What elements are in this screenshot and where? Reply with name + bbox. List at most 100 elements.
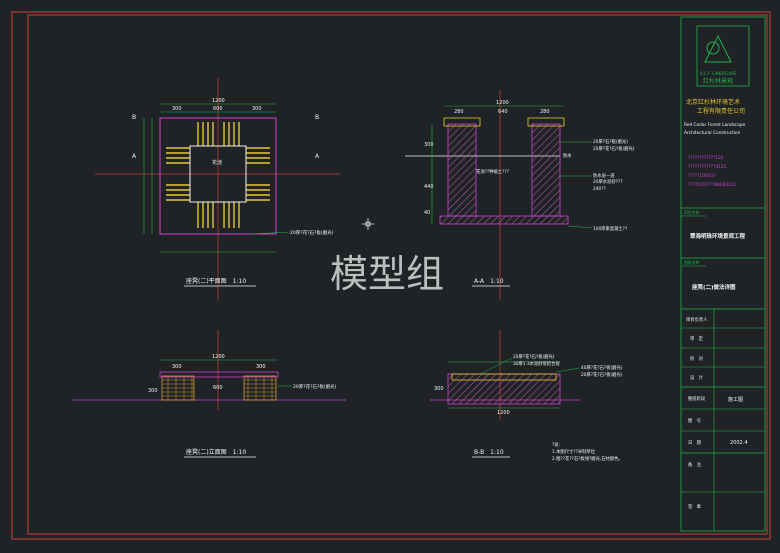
note-rows: 备 注 签 章	[681, 453, 765, 531]
elevation-dim-3: 300	[256, 364, 266, 370]
plan-annotation: 20厚?花?石?板(磨光)	[290, 229, 334, 236]
section-bb-leader-2	[555, 367, 581, 373]
plan-view: 花池 1200 300 600 300 B B A A 20厚?花?石?板(磨光…	[95, 78, 340, 300]
section-bb-leader-1	[479, 357, 513, 375]
section-aa-title: A-A 1:10	[474, 278, 504, 285]
notes-line-2: 2.图??花??石?板线?磨光,石材颜色。	[552, 455, 623, 462]
watermark: 模型组	[330, 252, 444, 296]
drawing-label: 图纸名称	[684, 260, 699, 265]
role-row-label: 审 定	[690, 335, 704, 342]
section-aa-left-cap	[443, 117, 481, 127]
plan-section-mark-a2: A	[315, 153, 320, 160]
elevation-annotation: 20厚?花?石?板(磨光)	[293, 383, 337, 390]
section-bb-ann-4: 20厚?花?石?板(磨光)	[581, 371, 623, 378]
role-rows: 项目负责人 审 定 校 对 设 计	[681, 309, 765, 388]
logo-circle-icon	[706, 41, 720, 55]
elevation-right-block	[243, 375, 277, 401]
section-bb-title: B-B 1:10	[474, 449, 504, 456]
crosshair-cursor-icon	[362, 218, 374, 230]
plan-dim-total: 1200	[212, 98, 225, 104]
company-en-1: Red Cedar Forest Landscape	[684, 122, 746, 128]
plan-section-mark-a1: A	[132, 153, 137, 160]
logo-tree-icon	[704, 34, 732, 63]
section-aa-dim-1: 280	[454, 109, 464, 115]
section-aa-ann-5: 防水层一道	[593, 172, 615, 179]
elevation-view: 1200 300 600 300 300 20厚?花?石?板(磨光) 座凳(二)…	[72, 330, 346, 458]
role-row-label: 设 计	[690, 374, 704, 381]
section-aa-ann-6: 20厚水泥砂???	[593, 178, 623, 185]
inner-frame	[27, 14, 768, 535]
section-aa-ann-4: 花池??种植土???	[476, 168, 509, 175]
plan-stone-strips	[166, 122, 270, 228]
company-en-2: Architectural Construction	[684, 130, 741, 136]
section-aa-left-wall	[447, 123, 477, 217]
contact-1: ????????????12£	[688, 155, 724, 161]
section-aa-dim-3: 280	[540, 109, 550, 115]
plan-title: 座凳(二)平面图 1:10	[186, 277, 246, 285]
role-row-label: 校 对	[690, 355, 704, 362]
contact-4: ????010????88083241	[688, 182, 737, 188]
elevation-dim-2: 600	[213, 385, 223, 391]
role-row-label: 项目负责人	[686, 316, 708, 323]
section-aa-footing	[439, 215, 569, 225]
section-aa-ann-7: 240??	[593, 186, 606, 192]
company-cn-2: 工程有限责任公司	[697, 107, 745, 115]
section-aa-dim-total: 1200	[496, 100, 509, 106]
status-row-label: 图纸阶段	[688, 395, 706, 402]
notes-title: ?说:	[552, 441, 560, 448]
section-aa-right-wall	[531, 123, 561, 217]
title-block-frame	[680, 16, 766, 532]
status-rows: 图纸阶段 施工图 图 号 日 期 2002.4	[681, 387, 765, 454]
elevation-left-block	[161, 375, 195, 401]
project-name: 翠海明珠环境景观工程	[690, 232, 746, 240]
status-row-value: 施工图	[728, 396, 743, 403]
plan-section-mark-b2: B	[315, 114, 319, 121]
plan-section-mark-b1: B	[132, 114, 136, 121]
elevation-title: 座凳(二)立面图 1:10	[186, 448, 246, 456]
section-aa-ann-3: 防水	[563, 152, 572, 159]
section-bb-view: 1200 300 20厚?花?石?板(磨光) 30厚1:3水泥砂浆结合层 40厚…	[430, 330, 623, 462]
section-bb-top-layer	[451, 373, 557, 381]
logo-cn: 红杉林景观	[703, 77, 733, 85]
section-bb-ann-1: 20厚?花?石?板(磨光)	[513, 353, 555, 360]
section-bb-dim-total: 1200	[497, 410, 510, 416]
drawing-name: 座凳(二)做法详图	[691, 283, 736, 291]
elevation-top-slab	[159, 371, 279, 378]
section-aa-ann-2: 20厚?花?石?板(磨光)	[593, 145, 635, 152]
section-aa-dim-2: 640	[498, 109, 508, 115]
status-row-label: 图 号	[688, 418, 701, 424]
section-bb-body	[447, 373, 561, 405]
section-bb-ann-2: 30厚1:3水泥砂浆结合层	[513, 360, 560, 367]
title-block: R.C.F. LANDSCAPE 红杉林景观 北京红杉林环境艺术 工程有限责任公…	[680, 16, 766, 532]
section-aa-ann-1: 20厚?石?板(磨光)	[593, 138, 628, 145]
section-bb-ann-3: 40厚?花?石?板(磨光)	[581, 364, 623, 371]
plan-dim-part-1: 300	[172, 106, 182, 112]
section-aa-view: 1200 280 640 280 300 440 40 20厚?石?板(磨光) …	[405, 90, 635, 300]
note-row-label: 备 注	[688, 461, 702, 468]
section-aa-right-cap	[527, 117, 565, 127]
plan-planter-box	[189, 145, 247, 203]
section-aa-ann-8: 100厚素混凝土??	[593, 225, 627, 232]
logo-text: R.C.F. LANDSCAPE	[700, 71, 737, 76]
contact-2: ????????????4125	[688, 164, 727, 170]
elevation-dim-1: 300	[172, 364, 182, 370]
plan-dim-part-2: 600	[213, 106, 223, 112]
plan-dim-part-3: 300	[252, 106, 262, 112]
status-row-value: 2002.4	[730, 440, 748, 446]
project-label: 项目名称	[684, 210, 699, 215]
plan-center-label: 花池	[212, 159, 222, 166]
section-aa-left-dim-1: 300	[424, 142, 434, 148]
section-aa-left-dim-2: 440	[424, 184, 434, 190]
note-row-label: 签 章	[688, 503, 702, 510]
contact-3: ?????100037	[688, 173, 716, 179]
section-aa-leader-3	[567, 225, 593, 229]
company-cn-1: 北京红杉林环境艺术	[686, 98, 740, 106]
section-bb-height: 300	[434, 386, 444, 392]
notes-line-1: 1.本图尺寸??米制单位	[552, 448, 596, 455]
elevation-dim-total: 1200	[212, 354, 225, 360]
plan-outline	[159, 117, 277, 235]
status-row-label: 日 期	[688, 440, 701, 446]
section-aa-left-dim-3: 40	[424, 210, 430, 216]
elevation-height: 300	[148, 388, 158, 394]
